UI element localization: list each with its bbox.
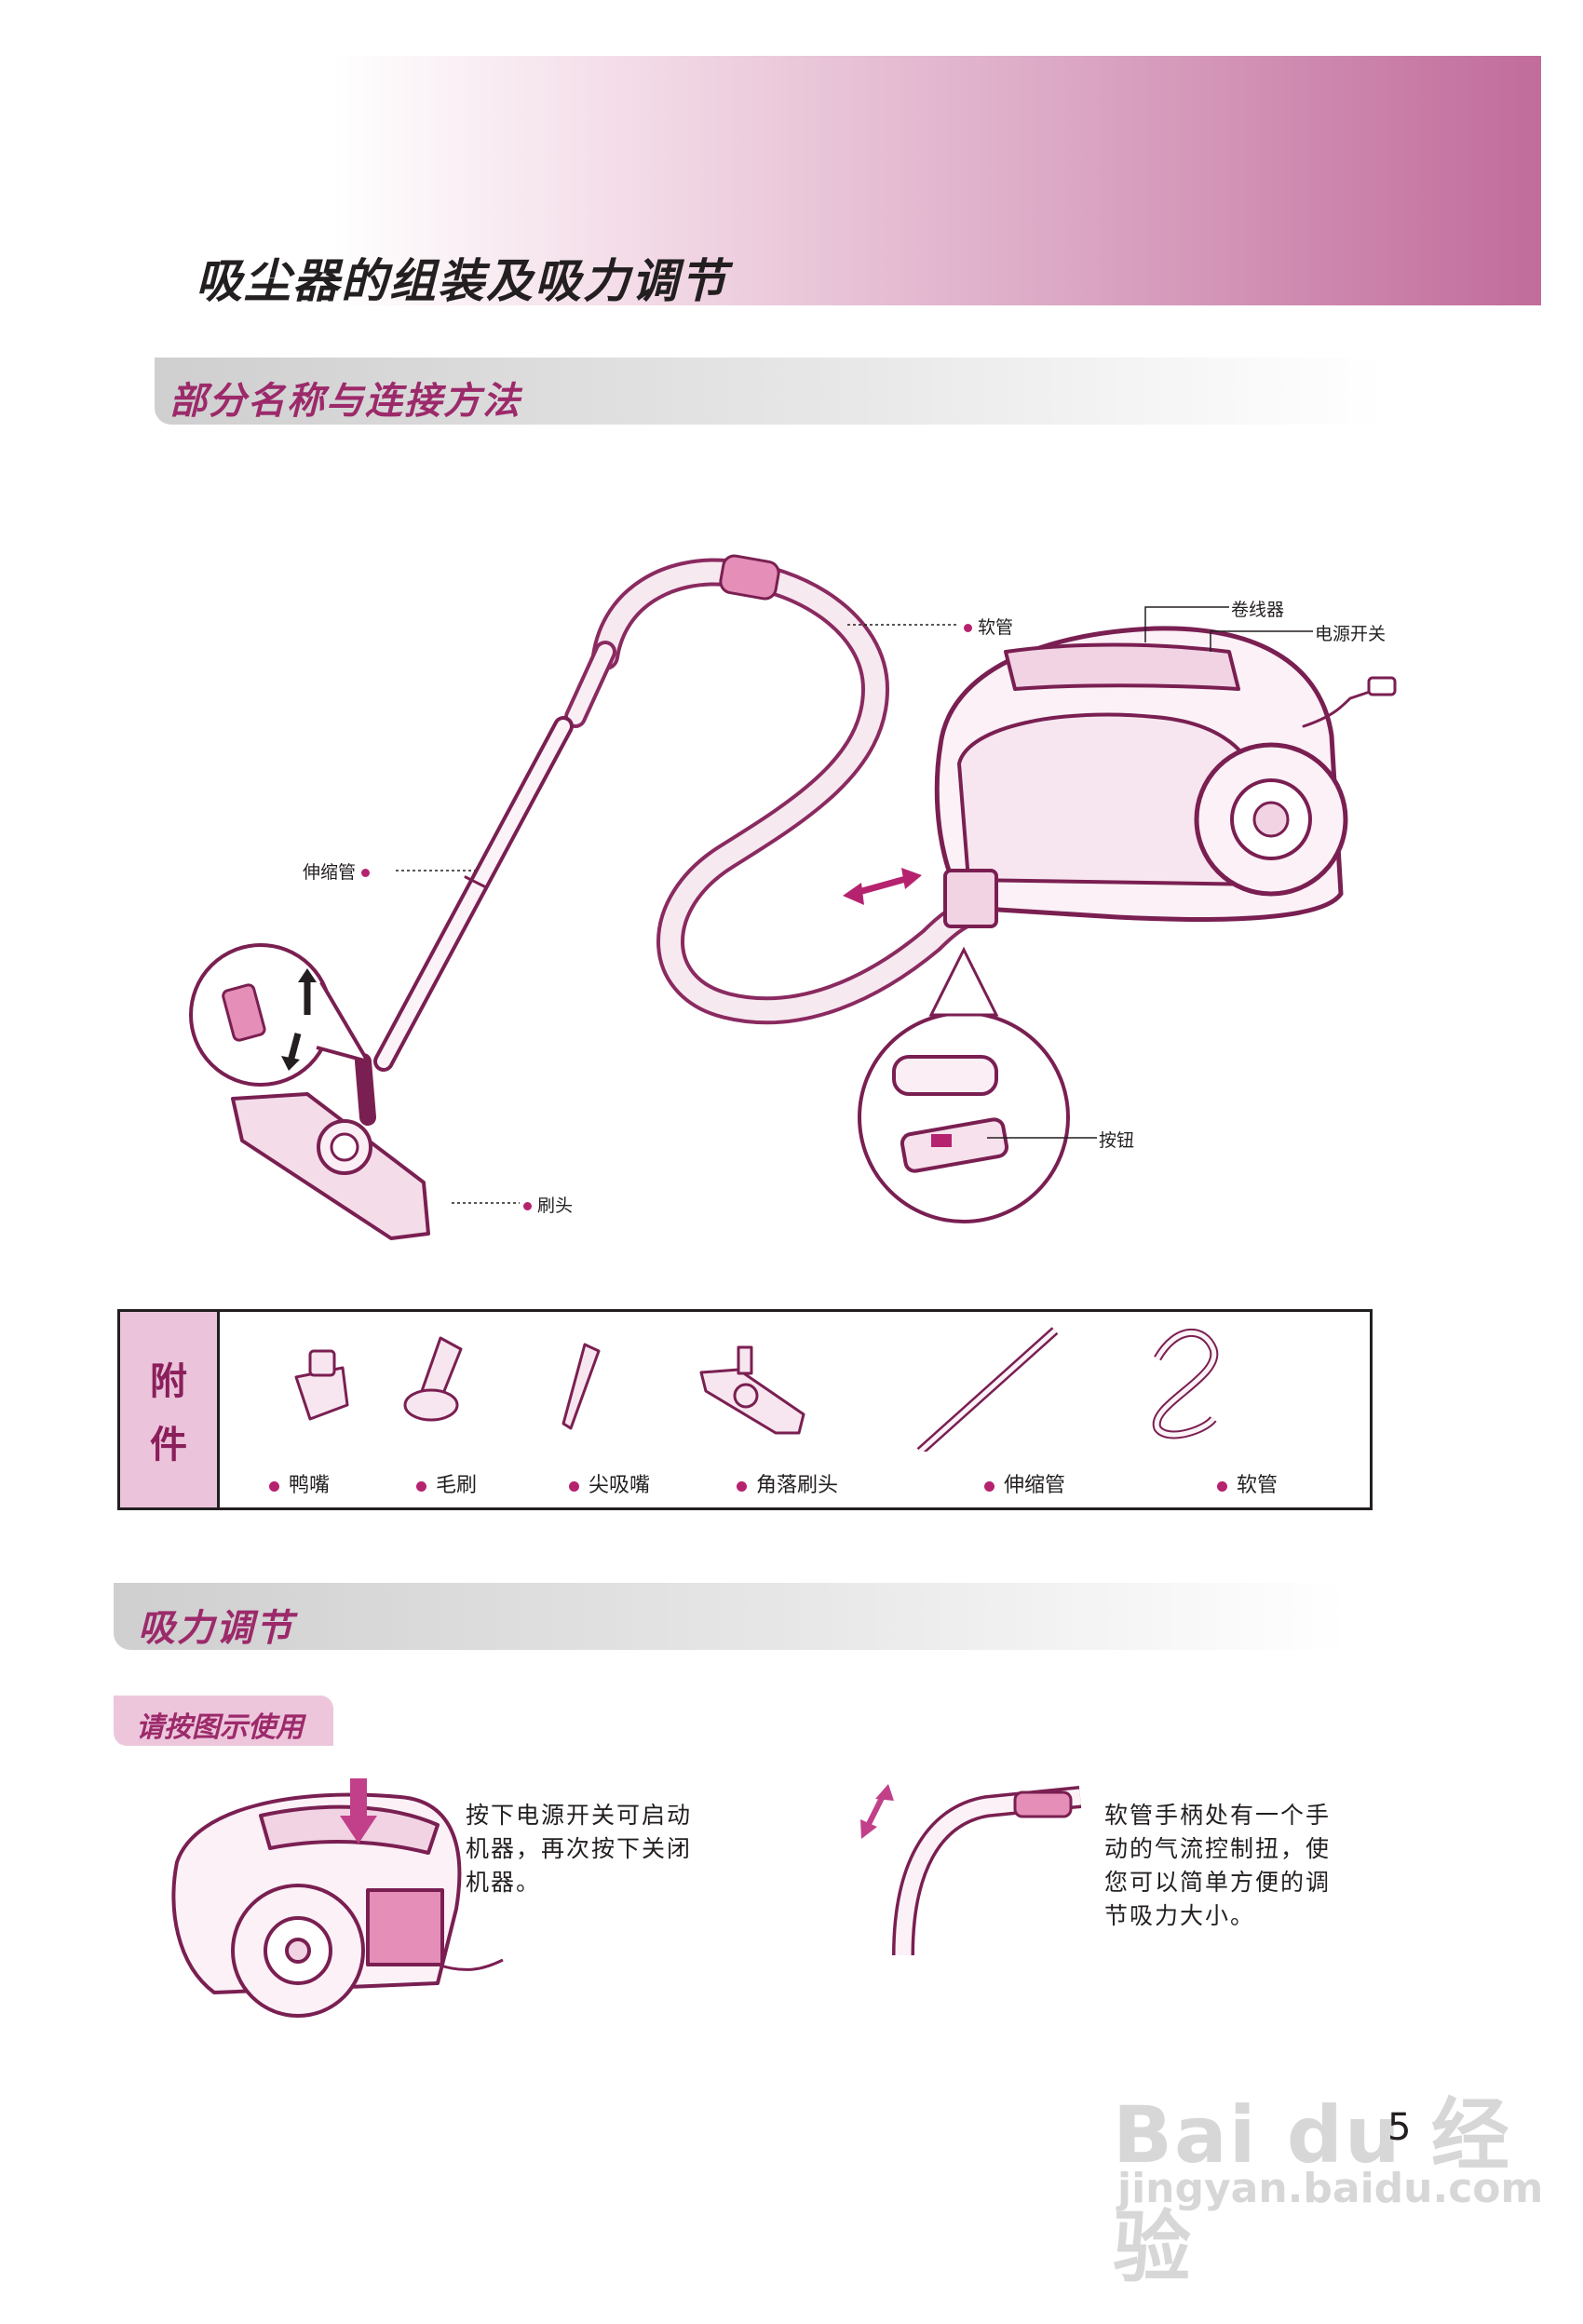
accessory-item-extension: 伸缩管: [984, 1468, 1065, 1498]
section-bar-parts: [155, 358, 1384, 425]
crevice-nozzle-icon: [294, 1349, 349, 1421]
section-bar-suction: [114, 1583, 1348, 1650]
accessory-item-crevice: 鸭嘴: [269, 1468, 330, 1498]
label-hose: 软管: [964, 614, 1013, 639]
bullet-dot: [416, 1480, 426, 1492]
page-number: 5: [1387, 2106, 1412, 2149]
label-extension-tube: 伸缩管: [303, 858, 371, 884]
bullet-dot: [737, 1480, 747, 1492]
bullet-dot: [523, 1202, 532, 1210]
hand-adjust-detail: [189, 943, 372, 1087]
extension-tube-icon: [916, 1327, 1059, 1452]
hose-handle-illustration: [860, 1784, 1082, 1956]
accessories-label-top: 附: [150, 1360, 187, 1403]
subtitle-pill: [114, 1696, 333, 1746]
button-detail: [858, 946, 1070, 1223]
instruction-power-line: 按下电源开关可启动: [466, 1802, 693, 1829]
instruction-suction-line: 节吸力大小。: [1104, 1902, 1256, 1929]
subtitle-text: 请按图示使用: [136, 1711, 304, 1744]
watermark-url: jingyan.baidu.com: [1117, 2165, 1544, 2212]
accessory-item-pointed: 尖吸嘴: [569, 1468, 650, 1498]
accessory-item-brush: 毛刷: [416, 1468, 477, 1498]
accessory-item-corner-brush: 角落刷头: [737, 1468, 838, 1498]
vacuum-assembly-illustration: [189, 554, 1397, 1240]
instruction-suction-line: 软管手柄处有一个手: [1104, 1802, 1332, 1829]
instruction-power-line: 机器，再次按下关闭: [466, 1835, 693, 1862]
dust-brush-icon: [403, 1336, 463, 1422]
accessories-icons: [294, 1327, 1219, 1452]
label-power-switch: 电源开关: [1315, 624, 1387, 644]
bullet-dot: [361, 869, 371, 877]
instruction-suction-line: 动的气流控制扭，使: [1104, 1835, 1332, 1862]
bullet-dot: [569, 1480, 579, 1492]
page-title: 吸尘器的组装及吸力调节: [196, 254, 728, 308]
bullet-dot: [1217, 1480, 1227, 1492]
bullet-dot: [964, 624, 972, 632]
bullet-dot: [269, 1480, 279, 1492]
instruction-power-line: 机器。: [466, 1869, 542, 1896]
bullet-dot: [984, 1480, 994, 1492]
accessories-side-label: 附 件: [120, 1312, 220, 1507]
pointed-nozzle-icon: [561, 1343, 601, 1430]
accessories-box: 附 件: [117, 1309, 1373, 1510]
header-band: [333, 56, 1541, 305]
section-title-parts: 部分名称与连接方法: [169, 380, 521, 423]
instruction-suction-line: 您可以简单方便的调: [1104, 1869, 1332, 1896]
instruction-power: 按下电源开关可启动 机器，再次按下关闭 机器。: [466, 1799, 692, 1899]
instruction-suction: 软管手柄处有一个手 动的气流控制扭，使 您可以简单方便的调 节吸力大小。: [1104, 1799, 1331, 1933]
section-title-suction: 吸力调节: [138, 1607, 294, 1650]
accessory-item-hose: 软管: [1217, 1468, 1278, 1498]
corner-brush-head-icon: [699, 1345, 805, 1435]
label-cord-reel: 卷线器: [1231, 600, 1285, 620]
label-brush-head: 刷头: [523, 1192, 573, 1217]
hose-icon: [1152, 1329, 1219, 1439]
power-switch-illustration: [171, 1778, 504, 2018]
watermark-brand: Bai du 经验: [1113, 2089, 1511, 2293]
label-button: 按钮: [1099, 1130, 1135, 1151]
accessories-label-bottom: 件: [150, 1424, 187, 1466]
